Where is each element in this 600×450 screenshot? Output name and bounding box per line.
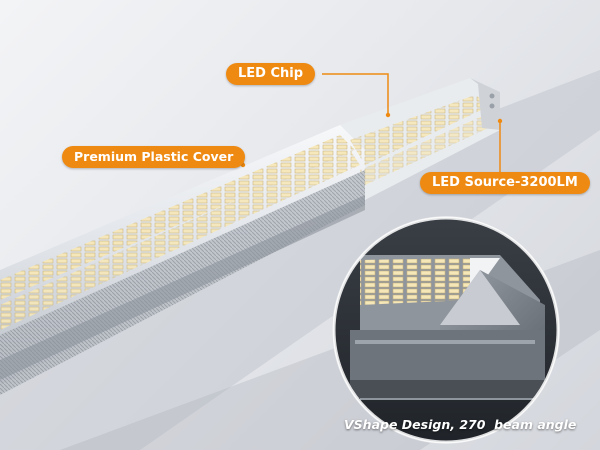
- led-chip-label: LED Chip: [226, 63, 316, 85]
- tube-end: [340, 78, 500, 200]
- tube-body: [0, 125, 365, 395]
- plastic-cover-label: Premium Plastic Cover: [62, 146, 246, 168]
- beam-angle-caption: VShape Design, 270 beam angle: [344, 417, 577, 432]
- zoom-cross-section: [332, 216, 560, 444]
- led-source-label: LED Source-3200LM: [420, 172, 590, 194]
